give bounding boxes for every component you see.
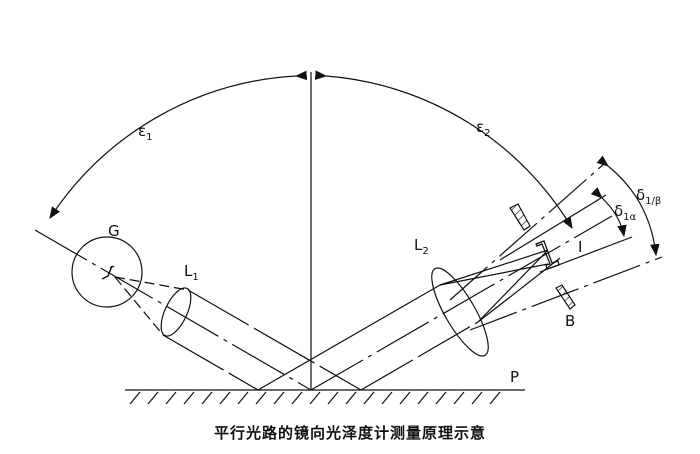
source-circle-G [71,236,143,308]
label-delta1alpha-sub: 1α [623,212,637,223]
surface-hatch [129,391,501,405]
label-delta1beta-sub: 1/β [645,196,662,207]
delta1beta-arc [596,155,660,257]
baffle-top [509,203,531,231]
incident-axis [34,229,312,391]
reflected-axis [310,215,613,391]
label-I: I [578,238,583,256]
label-L2: L2 [414,236,429,257]
lamp-filament [101,265,115,280]
aperture-I [535,240,560,270]
label-delta1alpha-text: δ [614,202,624,220]
label-delta1beta: δ1/β [636,186,661,207]
caption: 平行光路的镜向光泽度计测量原理示意 [213,424,486,442]
label-delta1beta-text: δ [636,186,646,204]
label-epsilon1: ε1 [138,122,152,143]
baffle-bottom [555,284,576,310]
label-L1-sub: 1 [192,272,199,283]
label-epsilon2-text: ε [476,118,485,136]
label-G: G [108,222,120,240]
label-epsilon2: ε2 [476,118,490,139]
label-L2-text: L [414,236,423,254]
epsilon2-arc [314,70,573,230]
label-epsilon1-sub: 1 [146,132,153,143]
label-epsilon2-sub: 2 [484,128,491,139]
label-B: B [565,312,576,330]
epsilon1-arc [49,70,308,220]
lens-L2 [431,267,489,357]
label-L1-text: L [184,262,193,280]
label-L1: L1 [184,262,199,283]
label-L2-sub: 2 [422,246,429,257]
label-P: P [510,368,520,386]
label-epsilon1-text: ε [138,122,147,140]
label-delta1alpha: δ1α [614,202,636,223]
